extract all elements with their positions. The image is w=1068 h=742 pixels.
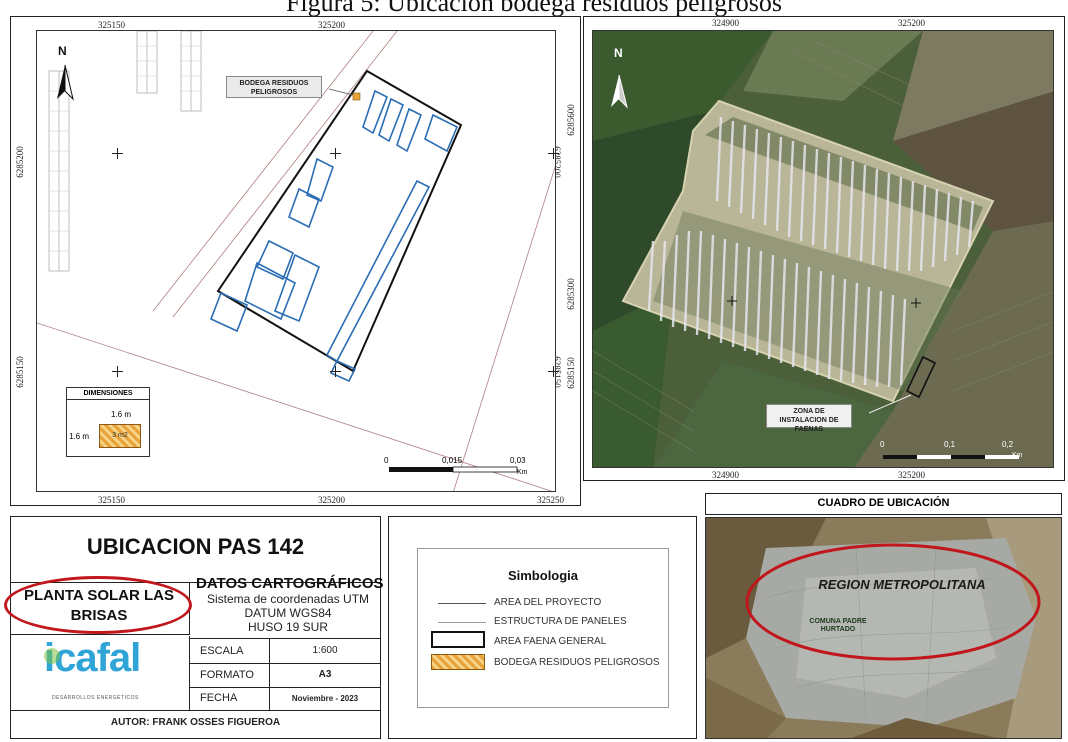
date-value: Noviembre - 2023 (291, 694, 359, 703)
legend-inner (417, 548, 669, 708)
site-plan-svg (37, 31, 555, 491)
grid-cross-6 (548, 366, 559, 377)
satellite-svg (593, 31, 1053, 467)
left-left-tick-1: 6285200 (14, 146, 25, 178)
panel-grid (48, 31, 202, 272)
region-label: REGION METROPOLITANA (818, 577, 986, 592)
location-title: CUADRO DE UBICACIÓN (817, 497, 950, 509)
legend-label-faena: AREA FAENA GENERAL (494, 636, 607, 647)
right-bottom-tick-2: 325200 (898, 470, 925, 480)
author-row (11, 710, 380, 711)
location-title-box: CUADRO DE UBICACIÓN (705, 493, 1062, 515)
right-left-tick-3: 6285150 (565, 357, 576, 389)
dimensions-hatch: 3 m2 (99, 424, 141, 448)
legend-line-project (438, 603, 486, 604)
scale-value: 1:600 (312, 645, 338, 656)
figure-caption-strip: Figura 5: Ubicación bodega residuos peli… (0, 0, 1068, 20)
satellite-image (592, 30, 1054, 468)
left-bottom-tick-1: 325150 (98, 495, 125, 505)
legend-line-panels (438, 622, 486, 623)
right-scale-unit: Km (1012, 452, 1023, 459)
legend-label-panels: ESTRUCTURA DE PANELES (494, 616, 627, 627)
left-north-label: N (58, 44, 67, 58)
project-highlight (4, 576, 192, 634)
info-divider-v (269, 639, 270, 711)
title-divider (11, 582, 380, 583)
icafal-logo-accent (44, 648, 60, 664)
left-left-tick-2: 6285150 (14, 356, 25, 388)
left-north-arrow-shape (57, 64, 74, 101)
right-map-frame (583, 16, 1065, 481)
info-divider-h2 (190, 687, 380, 688)
legend-hatch-warehouse (431, 654, 485, 670)
icafal-subtitle: DESARROLLOS ENERGÉTICOS (52, 695, 139, 701)
installation-zone (905, 355, 937, 399)
right-left-tick-2: 6285300 (565, 278, 576, 310)
carto-line-1: Sistema de coordenadas UTM (206, 592, 370, 606)
left-bottom-tick-3: 325250 (537, 495, 564, 505)
right-left-tick-1: 6285600 (565, 104, 576, 136)
figure-caption: Figura 5: Ubicación bodega residuos peli… (285, 0, 783, 17)
carto-line-3: HUSO 19 SUR (247, 620, 329, 634)
legend-label-project: AREA DEL PROYECTO (494, 597, 602, 608)
left-scale-2: 0,03 (510, 456, 526, 465)
date-label: FECHA (200, 692, 238, 704)
left-top-tick-2: 325200 (318, 20, 345, 30)
right-north-arrow-shape (611, 74, 628, 109)
right-scale-1: 0,1 (944, 440, 956, 449)
grid-cross-1 (112, 148, 123, 159)
right-scale-bar (883, 455, 1019, 459)
plan-title: UBICACION PAS 142 (86, 534, 305, 559)
legend-box (388, 516, 697, 739)
logo-cell (11, 636, 190, 710)
dimensions-width: 1.6 m (111, 410, 132, 419)
title-block (10, 516, 381, 739)
legend-box-faena (431, 631, 485, 648)
left-top-tick-1: 325150 (98, 20, 125, 30)
right-top-tick-2: 325200 (898, 18, 925, 28)
dimensions-title: DIMENSIONES (67, 388, 149, 400)
author-label: AUTOR: FRANK OSSES FIGUEROA (110, 717, 281, 728)
carto-line-2: DATUM WGS84 (244, 606, 332, 620)
grid-cross-5 (330, 366, 341, 377)
left-scale-unit: Km (517, 469, 528, 476)
legend-title: Simbologia (507, 568, 579, 583)
panel-rows (647, 116, 975, 388)
project-area-lines (37, 31, 555, 491)
right-callout-zone: ZONA DE INSTALACION DE FAENAS (766, 404, 852, 433)
left-scale-1: 0,015 (442, 456, 463, 465)
location-map (705, 517, 1062, 739)
icafal-logo: icafal (44, 636, 141, 680)
info-divider-h1 (190, 663, 380, 664)
left-bottom-tick-2: 325200 (318, 495, 345, 505)
right-top-tick-1: 324900 (712, 18, 739, 28)
left-scale-0: 0 (384, 456, 389, 465)
dimensions-height: 1.6 m (69, 432, 90, 441)
dimensions-area: 3 m2 (112, 432, 128, 439)
format-label: FORMATO (200, 669, 254, 681)
scale-label: ESCALA (200, 645, 244, 657)
faena-structures (209, 89, 459, 383)
grid-cross-2 (330, 148, 341, 159)
right-north-label: N (614, 46, 623, 60)
left-callout-warehouse: BODEGA RESIDUOS PELIGROSOS (226, 76, 322, 98)
commune-label: COMUNA PADRE HURTADO (809, 618, 867, 633)
right-scale-0: 0 (880, 440, 885, 449)
format-value: A3 (318, 669, 332, 680)
carto-title: DATOS CARTOGRÁFICOS (196, 575, 384, 592)
grid-cross-3 (548, 148, 559, 159)
right-bottom-tick-1: 324900 (712, 470, 739, 480)
legend-label-warehouse: BODEGA RESIDUOS PELIGROSOS (494, 657, 660, 668)
dimensions-box: DIMENSIONES 1.6 m 1.6 m 3 m2 (66, 387, 150, 457)
grid-cross-4 (112, 366, 123, 377)
solar-site-area (621, 99, 995, 403)
left-scale-bar (389, 466, 518, 473)
left-map-frame (10, 16, 581, 506)
hazardous-warehouse-marker (352, 92, 361, 101)
right-scale-2: 0,2 (1002, 440, 1014, 449)
region-highlight (745, 543, 1041, 661)
faena-area-outline (216, 69, 463, 373)
location-relief-svg (706, 518, 1061, 738)
